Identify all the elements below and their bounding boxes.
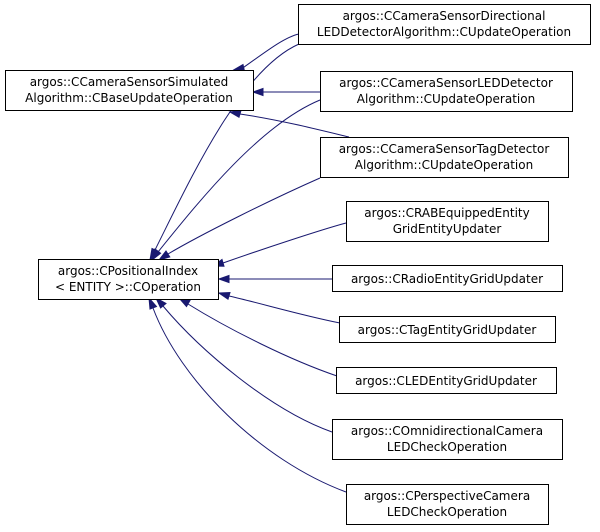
node-box (298, 4, 591, 45)
node-box (320, 137, 569, 178)
node-label-line: Algorithm::CUpdateOperation (357, 92, 535, 106)
arrowhead-led-det-base-update (251, 87, 264, 97)
edge-led-det-to-positional (157, 99, 321, 253)
node-box (320, 71, 573, 112)
node-radio-entity-grid-updater[interactable]: argos::CRadioEntityGridUpdater (332, 265, 563, 292)
node-label-line: argos::CTagEntityGridUpdater (358, 323, 537, 337)
arrowhead-tag-grid-positional (217, 291, 231, 301)
node-label-line: argos::COmnidirectionalCamera (351, 424, 543, 438)
arrowhead-persp-positional (148, 296, 158, 310)
node-label-line: LEDCheckOperation (387, 505, 507, 519)
node-tag-entity-grid-updater[interactable]: argos::CTagEntityGridUpdater (339, 316, 556, 343)
node-box (339, 316, 556, 343)
edge-persp-to-positional (152, 307, 347, 493)
edges (148, 33, 350, 493)
node-label-line: LEDCheckOperation (387, 440, 507, 454)
node-base-update[interactable]: argos::CCameraSensorSimulated Algorithm:… (5, 70, 254, 111)
edge-tag-det-to-positional (167, 177, 321, 255)
node-box (336, 367, 557, 394)
node-label-line: argos::CCameraSensorTagDetector (339, 142, 550, 156)
arrowhead-radio-positional (217, 274, 230, 284)
edge-dir-led-to-base-update (239, 33, 300, 71)
edge-dir-led-to-positional (154, 43, 300, 251)
arrowhead-tag-det-base-update (228, 109, 242, 118)
node-label-line: argos::CCameraSensorDirectional (343, 9, 546, 23)
node-box (5, 70, 254, 111)
node-box (332, 265, 563, 292)
node-tag-detector[interactable]: argos::CCameraSensorTagDetector Algorith… (320, 137, 569, 178)
edge-tag-grid-to-positional (228, 295, 341, 324)
node-label-line: argos::CRABEquippedEntity (364, 206, 529, 220)
node-led-detector[interactable]: argos::CCameraSensorLEDDetector Algorith… (320, 71, 573, 112)
node-label-line: argos::CPerspectiveCamera (364, 489, 530, 503)
node-rab-equipped-entity[interactable]: argos::CRABEquippedEntity GridEntityUpda… (346, 201, 549, 242)
node-perspective-camera[interactable]: argos::CPerspectiveCamera LEDCheckOperat… (346, 484, 549, 525)
node-label-line: GridEntityUpdater (393, 222, 502, 236)
arrowhead-tag-det-positional (157, 250, 171, 261)
node-box (332, 419, 563, 460)
node-label-line: argos::CPositionalIndex (58, 264, 198, 278)
edge-tag-det-to-base-update (239, 113, 350, 138)
node-box (346, 484, 549, 525)
node-box (38, 259, 219, 300)
edge-omni-to-positional (162, 305, 333, 433)
node-directional-led-detector[interactable]: argos::CCameraSensorDirectional LEDDetec… (298, 4, 591, 45)
node-label-line: argos::CCameraSensorSimulated (30, 75, 229, 89)
node-positional-index[interactable]: argos::CPositionalIndex < ENTITY >::COpe… (38, 259, 219, 300)
node-box (346, 201, 549, 242)
node-label-line: argos::CRadioEntityGridUpdater (351, 272, 543, 286)
arrowhead-led-det-positional (151, 248, 162, 262)
node-label-line: argos::CCameraSensorLEDDetector (339, 76, 553, 90)
node-label-line: LEDDetectorAlgorithm::CUpdateOperation (317, 25, 571, 39)
edge-led-grid-to-positional (187, 303, 338, 377)
arrowhead-omni-positional (154, 296, 167, 309)
node-label-line: Algorithm::CUpdateOperation (355, 158, 533, 172)
edge-rab-to-positional (222, 222, 347, 264)
node-omnidirectional-camera[interactable]: argos::COmnidirectionalCamera LEDCheckOp… (332, 419, 563, 460)
node-label-line: < ENTITY >::COperation (55, 280, 201, 294)
node-led-entity-grid-updater[interactable]: argos::CLEDEntityGridUpdater (336, 367, 557, 394)
node-label-line: Algorithm::CBaseUpdateOperation (25, 91, 233, 105)
node-label-line: argos::CLEDEntityGridUpdater (355, 374, 537, 388)
